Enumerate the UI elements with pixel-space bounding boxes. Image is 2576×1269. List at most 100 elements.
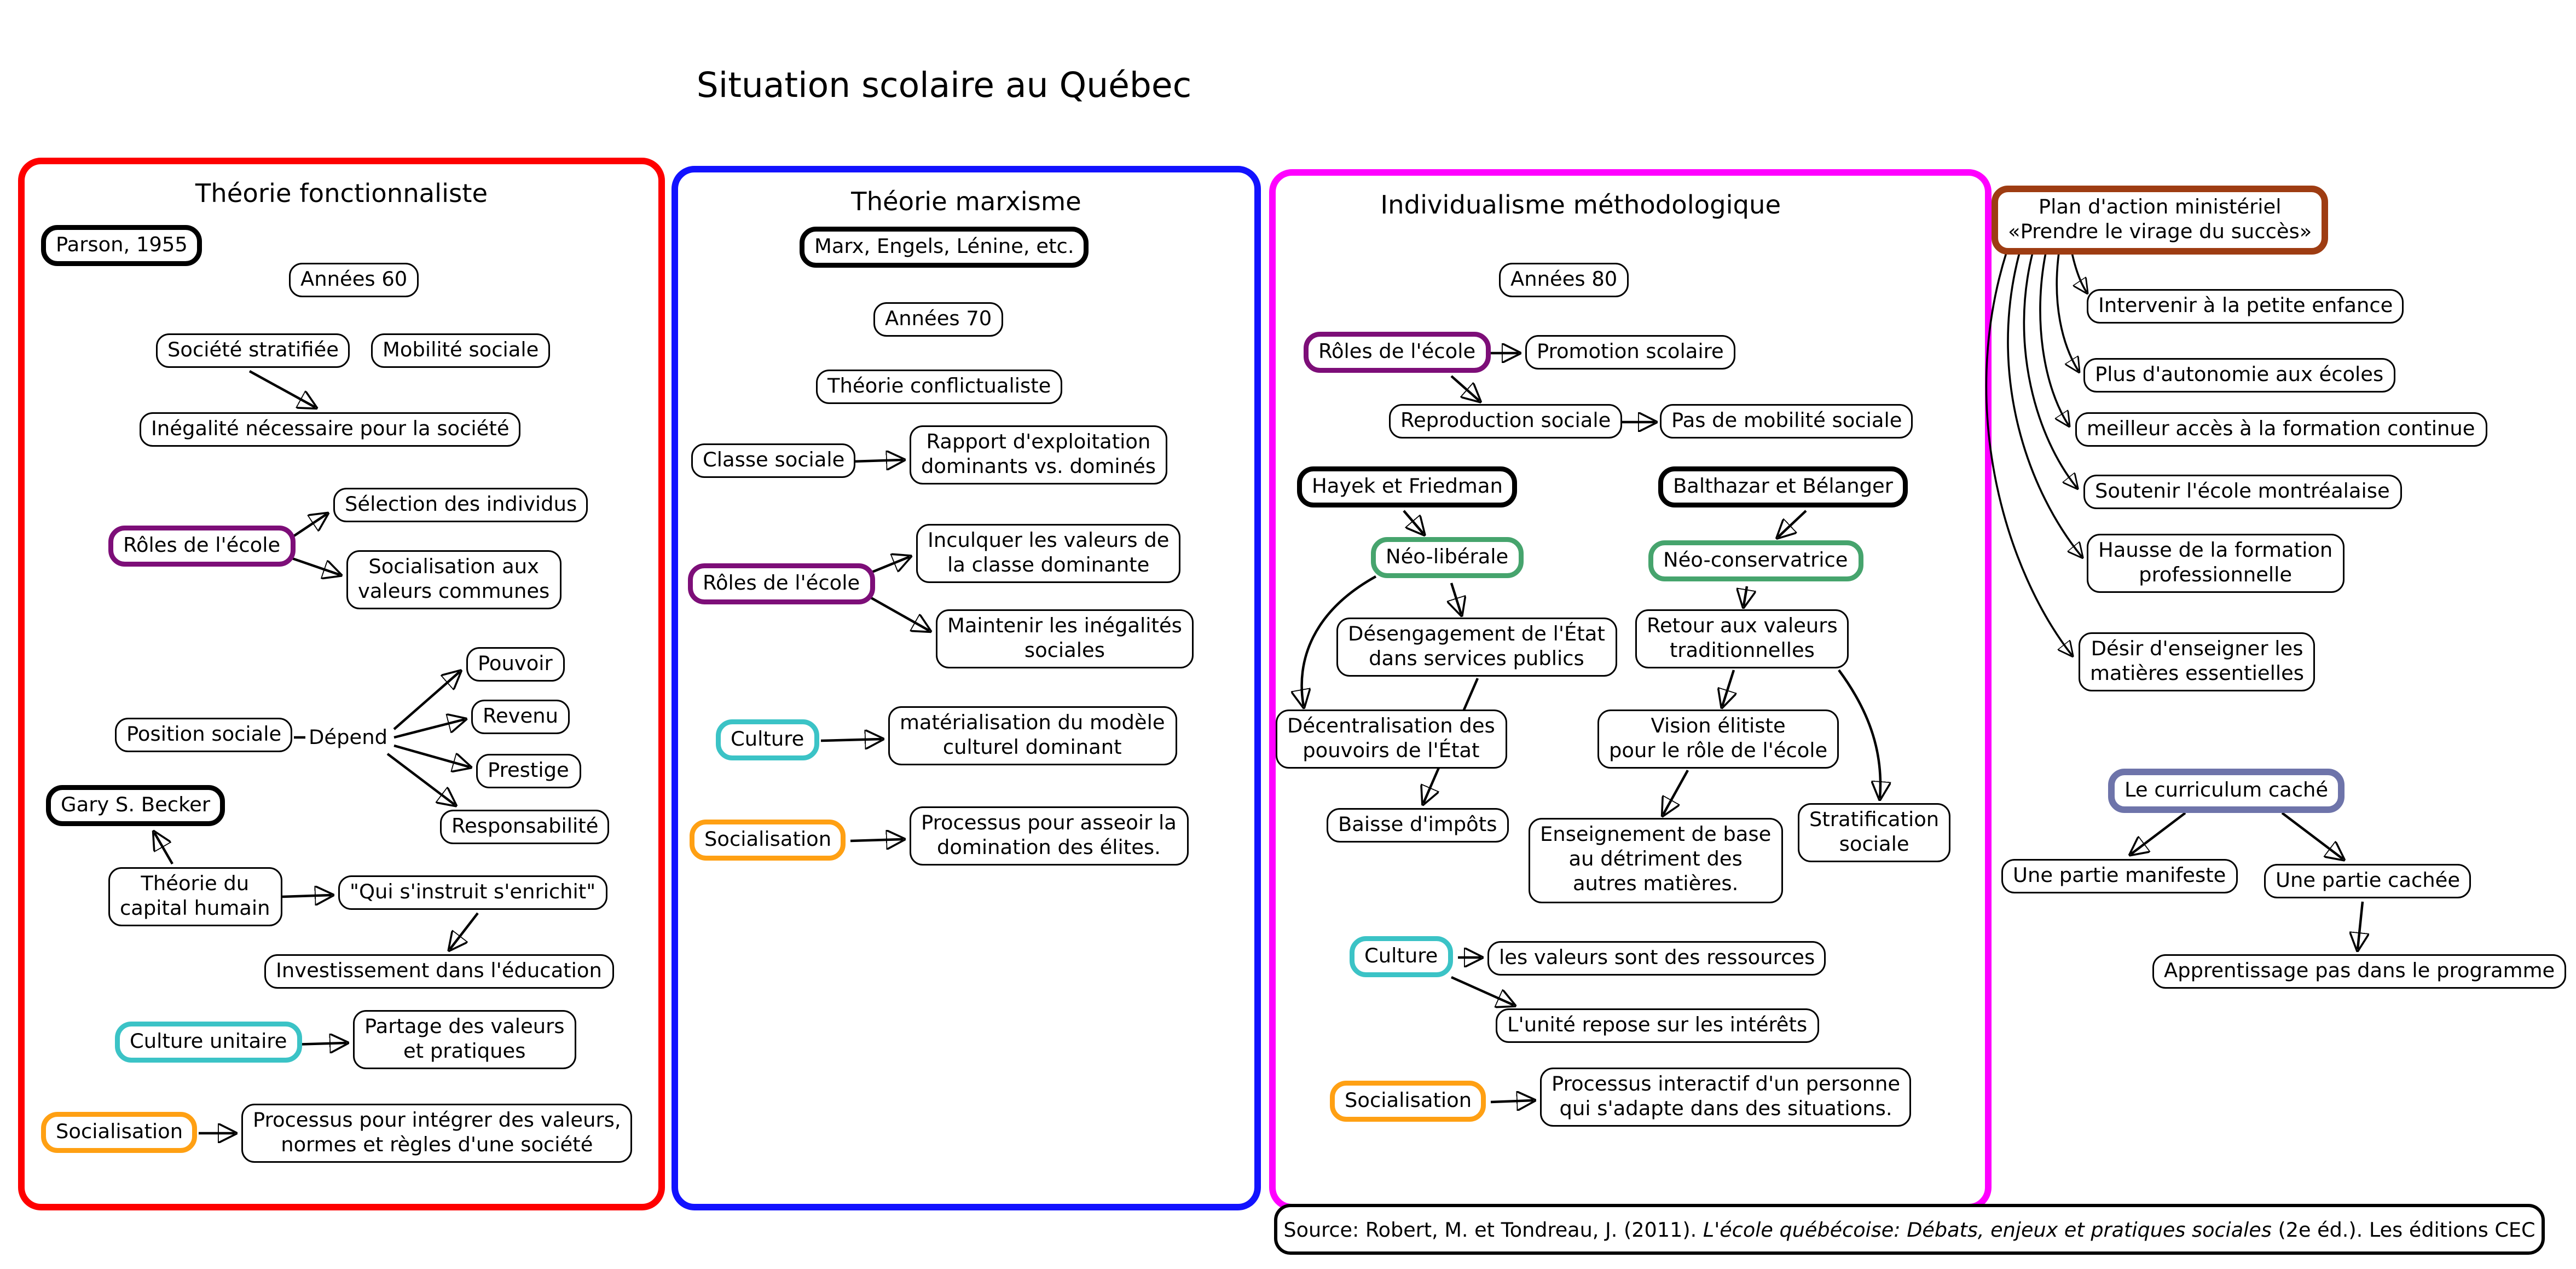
section-theorie-fonctionnaliste: Théorie fonctionnaliste [18, 158, 665, 1210]
node-annees-70: Années 70 [873, 302, 1004, 337]
node-revenu: Revenu [471, 700, 570, 735]
node-culture-marxisme: Culture [716, 719, 819, 761]
node-partie-manifeste: Une partie manifeste [2001, 859, 2238, 894]
node-hausse-formation: Hausse de la formation professionnelle [2087, 534, 2345, 594]
source-title-italic: L'école québécoise: Débats, enjeux et pr… [1703, 1218, 2272, 1241]
node-neo-liberale: Néo-libérale [1371, 537, 1524, 579]
node-apprentissage-programme: Apprentissage pas dans le programme [2152, 954, 2567, 989]
edge-societe-inegalite [248, 370, 315, 407]
node-hayek-friedman: Hayek et Friedman [1297, 466, 1518, 508]
edge-vision-enseignement [1663, 769, 1689, 815]
edge-plan-hausse [2007, 252, 2082, 557]
node-annees-60: Années 60 [289, 263, 419, 298]
edge-cachee-apprentissage [2358, 901, 2363, 949]
node-autonomie-ecoles: Plus d'autonomie aux écoles [2083, 358, 2395, 393]
node-partage-valeurs: Partage des valeurs et pratiques [353, 1010, 576, 1070]
node-position-sociale: Position sociale [115, 718, 293, 753]
node-qui-sinstruit: "Qui s'instruit s'enrichit" [338, 875, 607, 910]
node-desengagement-etat: Désengagement de l'État dans services pu… [1336, 618, 1617, 678]
edge-retour-vision [1722, 670, 1734, 706]
node-roles-ecole-marxisme: Rôles de l'école [688, 563, 875, 605]
section-title-marxisme: Théorie marxisme [851, 187, 1081, 217]
edge-plan-autonomie [2056, 252, 2079, 371]
node-theorie-conflictualiste: Théorie conflictualiste [816, 370, 1063, 405]
edge-depend-prestige [393, 744, 470, 767]
node-socialisation-valeurs-communes: Socialisation aux valeurs communes [346, 550, 561, 610]
edge-classe-rapport [852, 460, 903, 462]
edge-roles-selection [291, 514, 327, 538]
node-selection-individus: Sélection des individus [333, 488, 589, 523]
node-gary-becker: Gary S. Becker [46, 785, 225, 827]
node-roles-ecole-fonctionnaliste: Rôles de l'école [108, 526, 296, 567]
node-annees-80: Années 80 [1499, 263, 1629, 298]
node-pouvoir: Pouvoir [466, 647, 564, 682]
node-socialisation-individualisme: Socialisation [1330, 1081, 1487, 1122]
node-processus-asseoir: Processus pour asseoir la domination des… [910, 806, 1188, 867]
node-unite-interets: L'unité repose sur les intérêts [1496, 1008, 1819, 1043]
edge-qui-instruit-investissement [450, 912, 479, 949]
edge-roles-maintenir [864, 593, 929, 631]
edge-depend-pouvoir [393, 672, 460, 730]
edge-hayek-neoliberale [1403, 510, 1423, 534]
node-reproduction-sociale: Reproduction sociale [1389, 404, 1623, 439]
node-formation-continue: meilleur accès à la formation continue [2075, 412, 2487, 447]
node-socialisation-fonctionnaliste: Socialisation [41, 1112, 198, 1153]
edge-culture-materialisation [820, 739, 882, 741]
node-rapport-exploitation: Rapport d'exploitation dominants vs. dom… [910, 425, 1167, 486]
node-maintenir-inegalites: Maintenir les inégalités sociales [936, 609, 1194, 670]
node-retour-valeurs: Retour aux valeurs traditionnelles [1635, 609, 1849, 670]
edge-roles-reproduction [1450, 375, 1479, 401]
node-roles-ecole-individualisme: Rôles de l'école [1304, 332, 1491, 373]
edge-neoconservatrice-retour [1744, 586, 1747, 606]
section-title-fonctionnaliste: Théorie fonctionnaliste [195, 179, 488, 209]
node-baisse-impots: Baisse d'impôts [1327, 808, 1509, 843]
node-parson: Parson, 1955 [41, 225, 202, 267]
node-processus-integrer: Processus pour intégrer des valeurs, nor… [241, 1104, 633, 1164]
node-culture-unitaire: Culture unitaire [115, 1022, 302, 1063]
node-culture-individualisme: Culture [1350, 936, 1453, 978]
node-ecole-montrealaise: Soutenir l'école montréalaise [2083, 475, 2401, 510]
node-marx-engels: Marx, Engels, Lénine, etc. [800, 227, 1089, 268]
edge-socialisation-interactif [1490, 1100, 1533, 1102]
edge-capital-becker [154, 833, 173, 865]
source-prefix: Source: Robert, M. et Tondreau, J. (2011… [1283, 1218, 1703, 1241]
node-stratification-sociale: Stratification sociale [1798, 803, 1951, 863]
source-citation: Source: Robert, M. et Tondreau, J. (2011… [1274, 1204, 2545, 1255]
edge-socialisation-asseoir [850, 839, 903, 841]
edge-retour-stratification [1838, 669, 1880, 798]
node-mobilite-sociale: Mobilité sociale [371, 333, 551, 368]
edge-capital-qui-instruit [282, 895, 332, 897]
node-responsabilite: Responsabilité [440, 810, 610, 845]
node-socialisation-marxisme: Socialisation [690, 820, 847, 861]
node-enseignement-base: Enseignement de base au détriment des au… [1529, 818, 1783, 903]
node-vision-elitiste: Vision élitiste pour le rôle de l'école [1597, 710, 1839, 770]
node-promotion-scolaire: Promotion scolaire [1525, 335, 1735, 370]
section-theorie-marxisme: Théorie marxisme [672, 166, 1261, 1210]
edge-neoliberale-desengagement [1451, 582, 1461, 614]
node-materialisation: matérialisation du modèle culturel domin… [888, 706, 1177, 766]
edge-plan-formation-continue [2039, 252, 2069, 425]
page-title: Situation scolaire au Québec [696, 66, 1192, 105]
node-investissement-education: Investissement dans l'éducation [264, 954, 613, 989]
node-theorie-capital-humain: Théorie du capital humain [108, 867, 282, 927]
edge-depend-responsabilite [386, 753, 455, 805]
edge-depend-revenu [393, 719, 465, 739]
edge-plan-intervenir [2071, 252, 2087, 292]
node-classe-sociale: Classe sociale [691, 443, 856, 478]
edge-culture-unite [1451, 976, 1514, 1005]
edge-curriculum-cachee [2281, 812, 2343, 859]
node-decentralisation: Décentralisation des pouvoirs de l'État [1276, 710, 1507, 770]
node-pas-mobilite-sociale: Pas de mobilité sociale [1660, 404, 1914, 439]
node-processus-interactif: Processus interactif d'un personne qui s… [1540, 1068, 1912, 1128]
node-intervenir-petite-enfance: Intervenir à la petite enfance [2087, 289, 2405, 324]
edge-neoliberale-decentralisation [1302, 575, 1377, 706]
node-desir-enseigner: Désir d'enseigner les matières essentiel… [2079, 632, 2316, 693]
node-prestige: Prestige [476, 754, 581, 789]
source-suffix: (2e éd.). Les éditions CEC [2271, 1218, 2536, 1241]
node-plan-action-ministeriel: Plan d'action ministériel «Prendre le vi… [1992, 186, 2329, 256]
node-neo-conservatrice: Néo-conservatrice [1648, 540, 1863, 582]
edge-plan-montrealaise [2023, 252, 2077, 488]
